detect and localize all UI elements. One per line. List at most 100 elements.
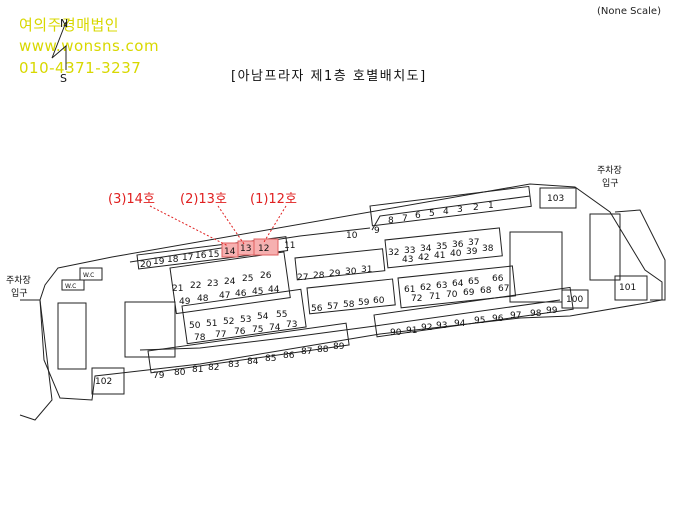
unit-11: 11 — [284, 241, 295, 251]
corridor-line — [371, 195, 531, 231]
unit-62: 62 — [420, 283, 431, 293]
unit-21: 21 — [172, 284, 183, 294]
unit-15: 15 — [208, 250, 219, 260]
unit-40: 40 — [450, 249, 462, 259]
unit-37: 37 — [468, 238, 479, 248]
block-27-31 — [294, 248, 386, 281]
compass-arrow — [51, 21, 67, 70]
unit-77: 77 — [215, 330, 226, 340]
unit-20: 20 — [140, 260, 152, 270]
unit-57: 57 — [327, 302, 338, 312]
scale-note: (None Scale) — [597, 6, 661, 17]
watermark-phone: 010-4371-3237 — [19, 59, 142, 77]
watermark-website: www.wonsns.com — [19, 37, 160, 55]
parking-entrance-right-1: 주차장 — [597, 164, 622, 176]
unit-91: 91 — [406, 326, 417, 336]
unit-74: 74 — [269, 323, 281, 333]
unit-12: 12 — [258, 244, 269, 254]
unit-16: 16 — [195, 251, 207, 261]
unit-38: 38 — [482, 244, 494, 254]
unit-33: 33 — [404, 246, 415, 256]
unit-100: 100 — [566, 295, 583, 305]
block-61-72 — [397, 265, 517, 309]
unit-97: 97 — [510, 311, 521, 321]
unit-box-103 — [539, 187, 577, 209]
unit-32: 32 — [388, 248, 399, 258]
callout-12: (1)12호 — [250, 192, 297, 207]
unit-82: 82 — [208, 363, 219, 373]
unit-79: 79 — [153, 371, 165, 381]
unit-73: 73 — [286, 320, 297, 330]
unit-2: 2 — [473, 203, 479, 213]
unit-88: 88 — [317, 345, 329, 355]
unit-1: 1 — [488, 201, 494, 211]
plan-title: [아남프라자 제1층 호별배치도] — [231, 69, 427, 84]
unit-4: 4 — [443, 207, 449, 217]
unit-94: 94 — [454, 319, 466, 329]
corridor-line — [139, 299, 561, 351]
unit-7: 7 — [402, 214, 408, 224]
unit-86: 86 — [283, 351, 295, 361]
unit-box-100 — [561, 289, 589, 309]
unit-60: 60 — [373, 296, 385, 306]
unit-99: 99 — [546, 306, 558, 316]
unit-89: 89 — [333, 342, 345, 352]
unit-48: 48 — [197, 294, 209, 304]
parking-ramp-right — [614, 209, 666, 301]
unit-highlight-12 — [253, 238, 279, 256]
wc-box — [79, 267, 103, 281]
unit-10: 10 — [346, 231, 358, 241]
unit-39: 39 — [466, 247, 478, 257]
unit-29: 29 — [329, 269, 341, 279]
unit-28: 28 — [313, 271, 325, 281]
unit-44: 44 — [268, 285, 280, 295]
wc-label: W.C — [83, 272, 94, 279]
unit-22: 22 — [190, 281, 201, 291]
block-79-89 — [147, 322, 350, 374]
stair-core-left — [124, 301, 176, 358]
unit-14: 14 — [224, 247, 236, 257]
unit-87: 87 — [301, 347, 312, 357]
unit-45: 45 — [252, 287, 263, 297]
unit-31: 31 — [361, 265, 372, 275]
unit-54: 54 — [257, 312, 269, 322]
block-1-8 — [369, 185, 532, 227]
unit-78: 78 — [194, 333, 206, 343]
unit-58: 58 — [343, 300, 355, 310]
callout-14: (3)14호 — [108, 192, 155, 207]
unit-35: 35 — [436, 242, 447, 252]
unit-63: 63 — [436, 281, 447, 291]
unit-102: 102 — [95, 377, 112, 387]
unit-66: 66 — [492, 274, 504, 284]
block-56-60 — [306, 278, 396, 315]
block-32-43 — [384, 227, 503, 269]
block-90-99 — [373, 286, 574, 338]
unit-67: 67 — [498, 284, 509, 294]
unit-36: 36 — [452, 240, 464, 250]
unit-71: 71 — [429, 292, 440, 302]
unit-101: 101 — [619, 283, 636, 293]
unit-3: 3 — [457, 205, 463, 215]
unit-93: 93 — [436, 321, 447, 331]
unit-84: 84 — [247, 357, 259, 367]
stair-core-far-right — [589, 213, 621, 281]
unit-19: 19 — [153, 257, 165, 267]
unit-56: 56 — [311, 304, 323, 314]
unit-27: 27 — [297, 273, 308, 283]
unit-95: 95 — [474, 316, 485, 326]
unit-46: 46 — [235, 289, 247, 299]
unit-81: 81 — [192, 365, 203, 375]
watermark-company: 여의주경매법인 — [19, 16, 120, 34]
unit-96: 96 — [492, 314, 504, 324]
unit-64: 64 — [452, 279, 464, 289]
unit-47: 47 — [219, 291, 230, 301]
parking-entrance-right-2: 입구 — [602, 177, 619, 189]
unit-75: 75 — [252, 325, 263, 335]
unit-50: 50 — [189, 321, 201, 331]
unit-51: 51 — [206, 319, 217, 329]
unit-42: 42 — [418, 253, 429, 263]
unit-83: 83 — [228, 360, 239, 370]
unit-76: 76 — [234, 327, 246, 337]
